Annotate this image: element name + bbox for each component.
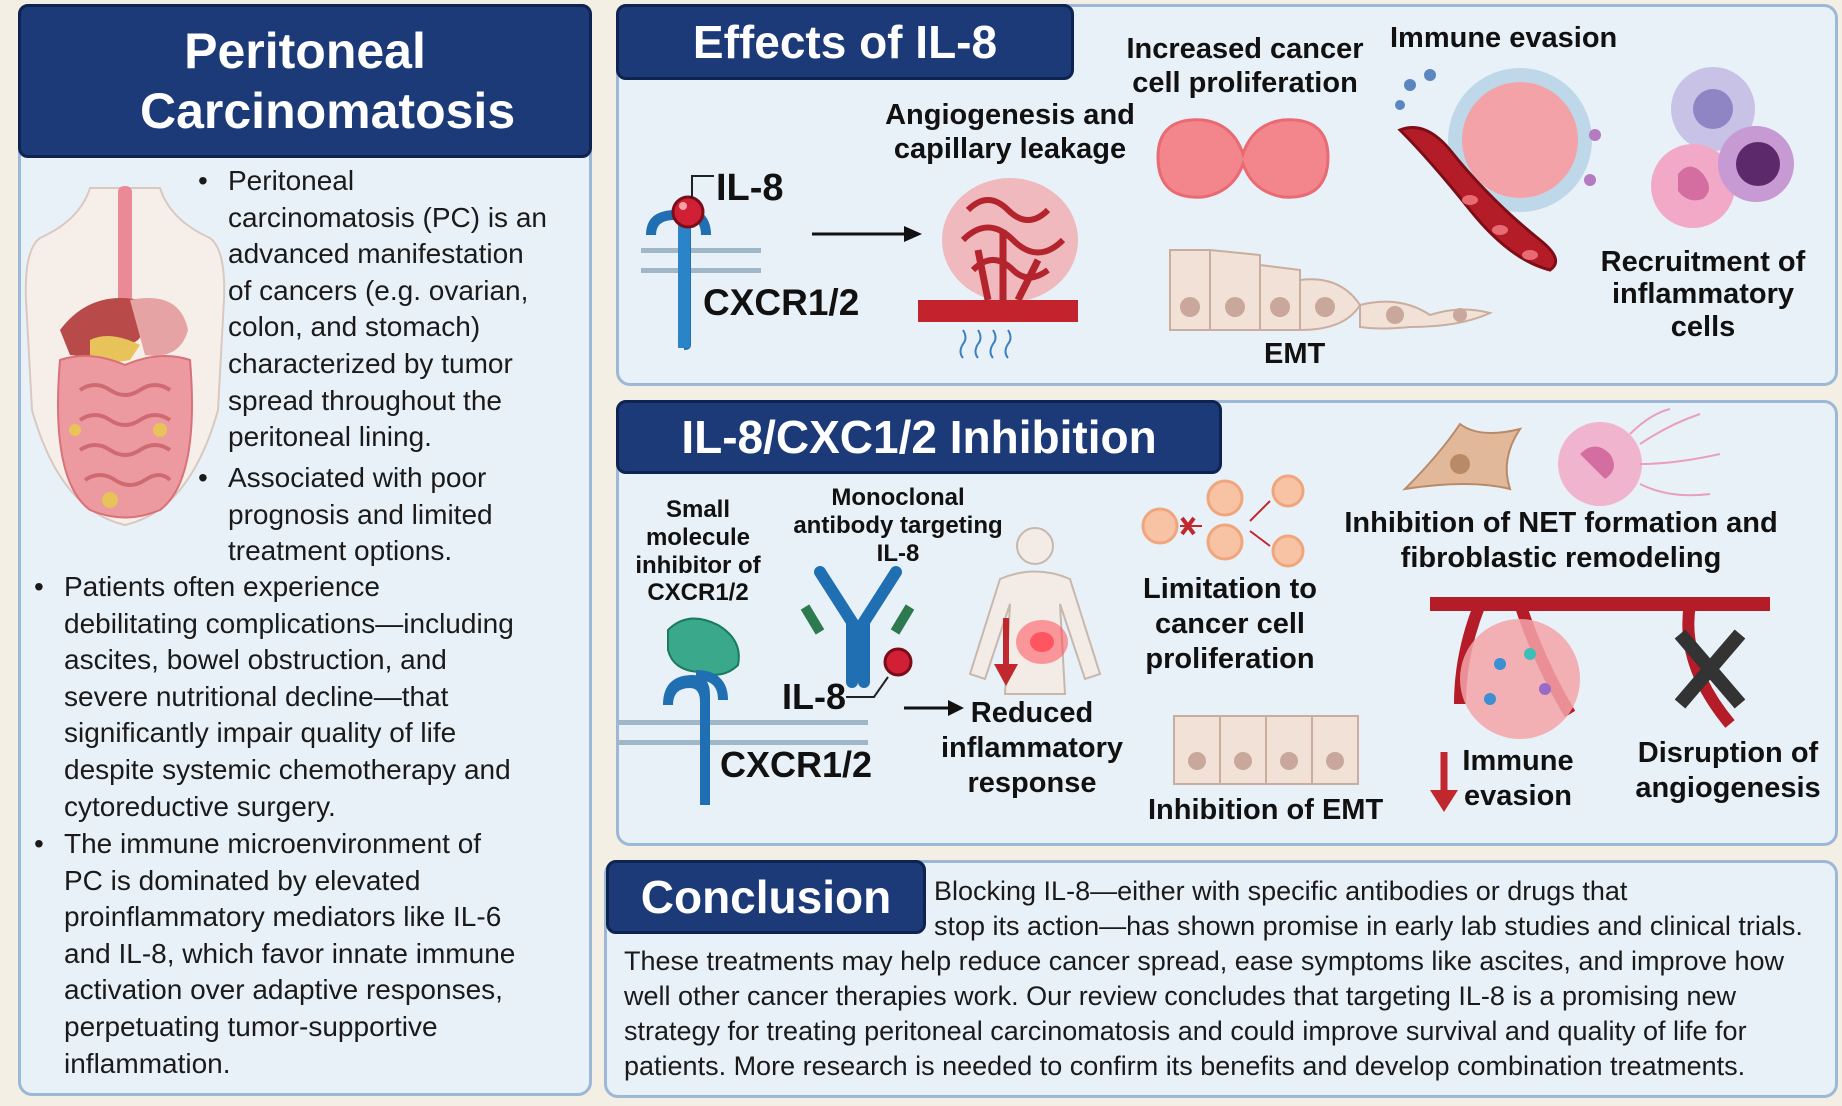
- conclusion-line: Blocking IL-8—either with specific antib…: [934, 876, 1628, 906]
- il8-ligand-icon: [671, 195, 705, 229]
- bullet-line: Associated with poor: [228, 462, 487, 493]
- bullet-line: ascites, bowel obstruction, and: [64, 644, 447, 676]
- bullet-line: proinflammatory mediators like IL-6: [64, 901, 502, 933]
- bullet-line: of cancers (e.g. ovarian,: [228, 274, 529, 306]
- down-arrow-inflammation-icon: [994, 618, 1018, 686]
- monoclonal-antibody-icon: [800, 566, 915, 688]
- emt-cells-icon: [1169, 248, 1493, 332]
- angiogenesis-vessel-icon: [918, 178, 1078, 359]
- emt-label: EMT: [1264, 338, 1326, 370]
- cxcr-receptor-inhibited-icon: [618, 617, 868, 805]
- immune-evasion-inhibition-label: Immune evasion: [1462, 745, 1574, 812]
- bullet-line: advanced manifestation: [228, 238, 524, 270]
- bullet-line: activation over adaptive responses,: [64, 974, 503, 1006]
- inflammatory-cells-icon: [1651, 67, 1794, 228]
- right-arrow-icon: [812, 226, 922, 242]
- emt-inhibition-label: Inhibition of EMT: [1148, 794, 1384, 826]
- peritoneal-carcinomatosis-panel: [18, 4, 592, 1096]
- bullet-line: colon, and stomach): [228, 311, 481, 343]
- bullet-line: despite systemic chemotherapy and: [64, 753, 511, 785]
- bullet-line: significantly impair quality of life: [64, 717, 457, 749]
- bullet-line: treatment options.: [228, 535, 453, 567]
- il8-pointer-line: [691, 175, 714, 198]
- bullet-line: PC is dominated by elevated: [64, 864, 421, 896]
- angiogenesis-disruption-label: Disruption of angiogenesis: [1635, 737, 1821, 804]
- conclusion-line: stop its action—has shown promise in ear…: [934, 911, 1803, 941]
- conclusion-line: These treatments may help reduce cancer …: [624, 946, 1785, 976]
- bullet-pc-definition: • Peritoneal carcinomatosis (PC) is an a…: [198, 163, 588, 456]
- cxcr-receptor-label: CXCR1/2: [703, 282, 860, 323]
- bullet-dot: •: [34, 828, 44, 859]
- peritoneal-carcinomatosis-title-text: Peritoneal Carcinomatosis: [140, 23, 516, 139]
- bullet-dot: •: [198, 462, 208, 493]
- human-body-icon: [968, 527, 1102, 695]
- il8-label: IL-8: [716, 167, 784, 209]
- bullet-line: characterized by tumor: [228, 347, 513, 379]
- effects-of-il8-title: Effects of IL-8: [616, 4, 1074, 80]
- il8-pointer-line-2: [846, 676, 889, 698]
- bullet-line: carcinomatosis (PC) is an: [228, 201, 547, 233]
- bullet-line: peritoneal lining.: [228, 421, 432, 453]
- reduced-inflammatory-label: Reduced inflammatory response: [940, 697, 1124, 799]
- bullet-line: cytoreductive surgery.: [64, 790, 336, 822]
- tumor-vasculature-icon: [1430, 597, 1770, 739]
- bullet-line: prognosis and limited: [228, 498, 493, 530]
- recruitment-label: Recruitment of inflammatory cells: [1600, 246, 1806, 343]
- bullet-line: debilitating complications—including: [64, 607, 514, 639]
- immune-evasion-label: Immune evasion: [1390, 22, 1618, 54]
- limitation-label: Limitation to cancer cell proliferation: [1143, 573, 1317, 675]
- bullet-prognosis: • Associated with poor prognosis and lim…: [198, 460, 588, 570]
- bullet-immune-microenvironment: • The immune microenvironment of PC is d…: [34, 826, 584, 1082]
- blocked-proliferation-icon: [1141, 474, 1305, 568]
- bullet-complications: • Patients often experience debilitating…: [34, 569, 584, 825]
- fibroblast-net-icon: [1402, 408, 1721, 506]
- net-inhibition-label: Inhibition of NET formation and fibrobla…: [1344, 507, 1778, 574]
- bullet-line: and IL-8, which favor innate immune: [64, 937, 516, 969]
- bullet-line: severe nutritional decline—that: [64, 680, 449, 712]
- monoclonal-antibody-label: Monoclonal antibody targeting IL-8: [793, 484, 1003, 567]
- bullet-line: spread throughout the: [228, 384, 502, 416]
- bullet-line: Patients often experience: [64, 571, 380, 602]
- abdominal-anatomy-illustration: [24, 186, 226, 527]
- conclusion-line: well other cancer therapies work. Our re…: [624, 981, 1737, 1011]
- cxcr-receptor-label-inhibition: CXCR1/2: [720, 744, 873, 785]
- small-molecule-inhibitor-label: Small molecule inhibitor of CXCR1/2: [635, 496, 761, 607]
- angiogenesis-label: Angiogenesis and capillary leakage: [885, 99, 1135, 165]
- il8-inhibition-title: IL-8/CXC1/2 Inhibition: [616, 400, 1222, 474]
- bullet-dot: •: [198, 165, 208, 196]
- il8-ligand-bound-icon: [883, 647, 913, 677]
- conclusion-line: patients. More research is needed to con…: [624, 1051, 1746, 1081]
- bullet-line: Peritoneal: [228, 165, 355, 196]
- conclusion-line: strategy for treating peritoneal carcino…: [624, 1016, 1747, 1046]
- dividing-cancer-cell-icon: [1156, 118, 1330, 199]
- down-arrow-immune-icon: [1430, 752, 1458, 812]
- bullet-dot: •: [34, 571, 44, 602]
- bullet-line: perpetuating tumor-supportive: [64, 1010, 438, 1042]
- proliferation-label: Increased cancer cell proliferation: [1126, 33, 1364, 99]
- epithelial-cells-icon: [1173, 715, 1359, 785]
- peritoneal-carcinomatosis-title: Peritoneal Carcinomatosis: [18, 4, 592, 158]
- tumor-vessel-immune-icon: [1395, 68, 1601, 272]
- conclusion-title: Conclusion: [606, 860, 926, 934]
- il8-label-inhibition: IL-8: [782, 676, 847, 717]
- right-arrow-icon-2: [904, 700, 964, 716]
- bullet-line: inflammation.: [64, 1047, 231, 1079]
- bullet-line: The immune microenvironment of: [64, 828, 482, 859]
